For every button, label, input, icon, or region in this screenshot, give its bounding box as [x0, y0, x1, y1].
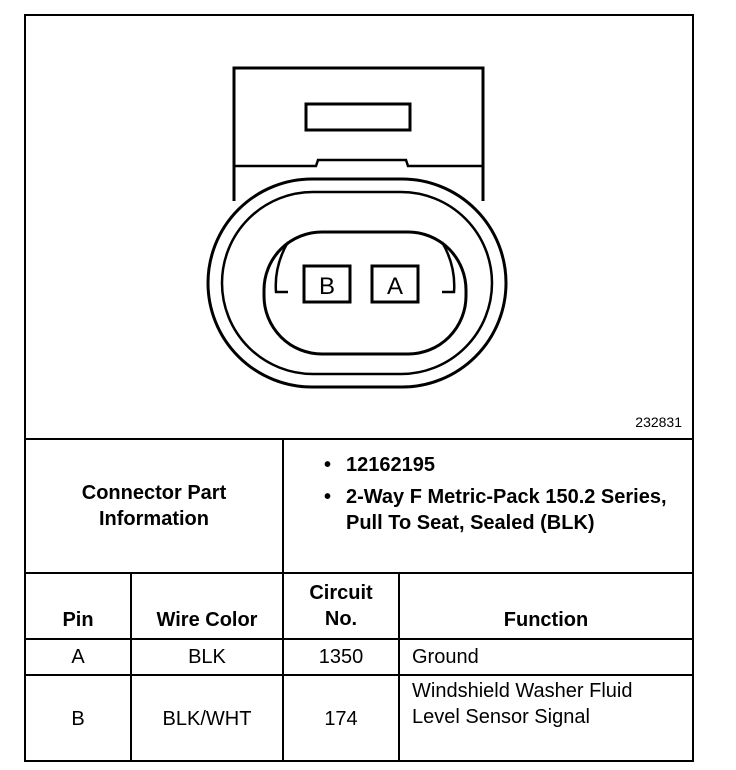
connector-body	[206, 177, 508, 389]
row-b-circuit-no: 174	[324, 707, 358, 730]
connector-cavity-step	[274, 241, 290, 294]
row-a-wire-color: BLK	[188, 645, 226, 668]
connector-latch-housing	[232, 66, 485, 201]
part-description: 2-Way F Metric-Pack 150.2 Series, Pull T…	[324, 484, 684, 536]
divider	[26, 638, 692, 640]
pin-b-terminal	[302, 264, 352, 304]
divider	[26, 572, 692, 574]
pin-a-label: A	[387, 273, 403, 300]
divider	[26, 674, 692, 676]
row-b-function: Windshield Washer Fluid Level Sensor Sig…	[412, 680, 633, 728]
connector-latch-slot	[304, 102, 412, 132]
part-number: 12162195	[324, 452, 684, 478]
row-a-function: Ground	[412, 645, 479, 668]
divider	[282, 438, 284, 762]
divider	[26, 438, 692, 440]
part-info-label: Connector Part Information	[81, 482, 227, 530]
header-circuit-no: Circuit No.	[309, 582, 373, 630]
pin-b-label: B	[319, 273, 335, 300]
row-a-pin: A	[71, 645, 85, 668]
connector-body-inner	[220, 190, 494, 376]
row-a-circuit-no: 1350	[318, 645, 364, 668]
connector-drawing: B A	[206, 66, 508, 389]
row-b-pin: B	[71, 707, 85, 730]
connector-diagram-frame: B A 232831 Connector Part Information 12…	[24, 14, 694, 762]
divider	[130, 572, 132, 762]
pin-a-terminal	[370, 264, 420, 304]
header-function: Function	[503, 609, 589, 631]
header-pin: Pin	[62, 609, 94, 631]
part-info-list: 12162195 2-Way F Metric-Pack 150.2 Serie…	[324, 452, 684, 536]
row-b-wire-color: BLK/WHT	[162, 707, 252, 730]
divider	[398, 572, 400, 762]
connector-cavity	[262, 230, 468, 356]
header-wire-color: Wire Color	[156, 609, 258, 631]
connector-cavity-step	[440, 241, 456, 294]
connector-latch-ridge	[234, 158, 483, 168]
figure-number: 232831	[635, 414, 682, 430]
